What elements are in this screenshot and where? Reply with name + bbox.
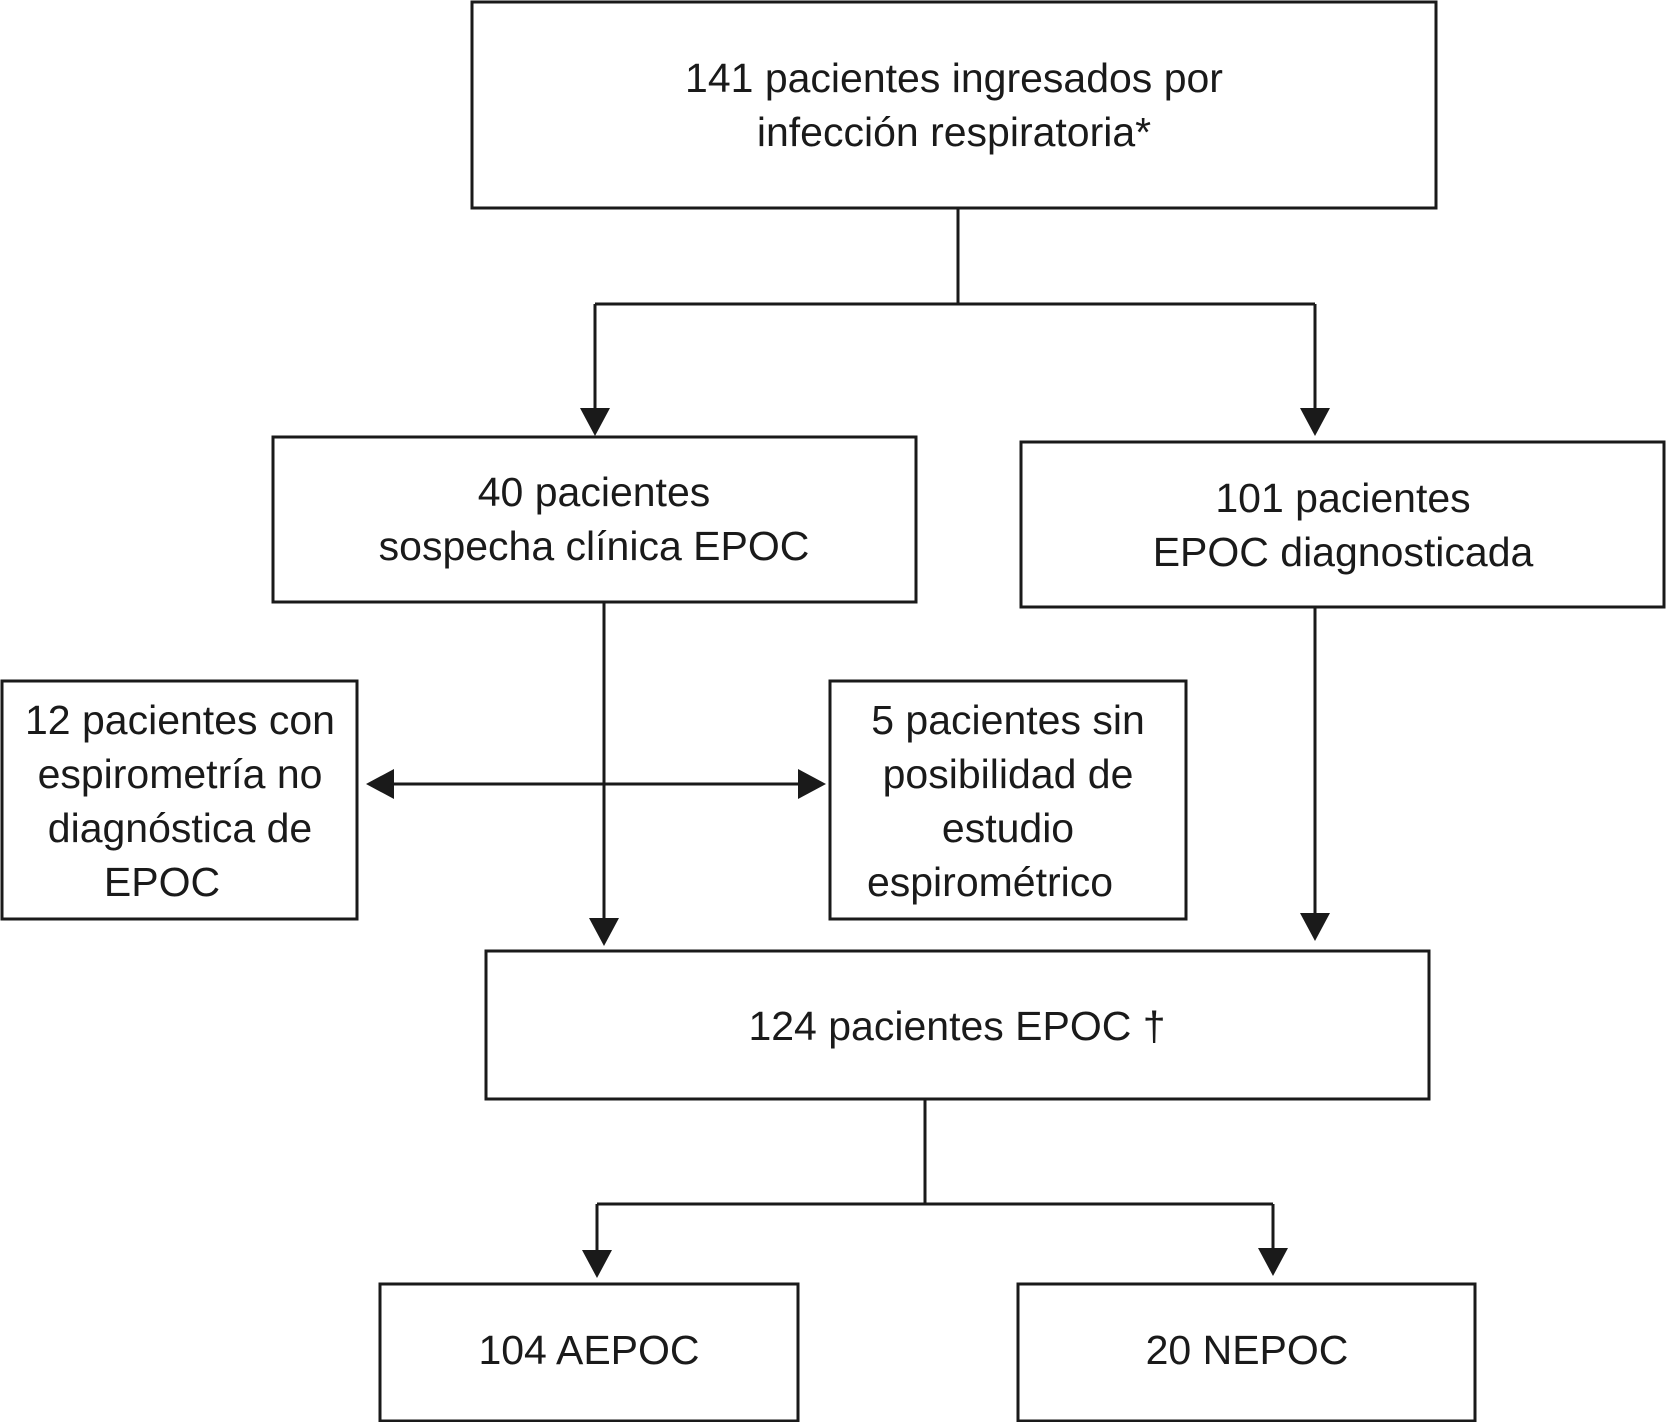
arrowhead-to-diagnosed [1300, 408, 1330, 436]
arrowhead-to-suspected [580, 408, 610, 436]
box-excluded-no-study-line-1: 5 pacientes sin [871, 697, 1145, 743]
arrowhead-to-excluded-no-study [798, 769, 826, 799]
box-nepoc: 20 NEPOC [1016, 1282, 1477, 1422]
box-copd-total: 124 pacientes EPOC † [484, 949, 1431, 1101]
box-excluded-spirometry-line-3: diagnóstica de [48, 805, 312, 851]
arrowhead-diagnosed-to-copd [1300, 913, 1330, 941]
box-nepoc-label: 20 NEPOC [1146, 1327, 1349, 1373]
box-excluded-non-diagnostic-spirometry: 12 pacientes con espirometría no diagnós… [0, 679, 359, 921]
box-excluded-spirometry-line-4: EPOC [104, 859, 220, 905]
box-diagnosed-copd: 101 pacientes EPOC diagnosticada [1019, 440, 1666, 609]
box-excluded-no-study-line-4: espirométrico [867, 859, 1113, 905]
box-excluded-spirometry-line-1: 12 pacientes con [25, 697, 335, 743]
box-copd-total-label: 124 pacientes EPOC † [748, 1003, 1165, 1049]
box-suspected-copd-line-1: 40 pacientes [478, 469, 711, 515]
box-excluded-spirometry-line-2: espirometría no [38, 751, 323, 797]
box-excluded-no-study-line-3: estudio [942, 805, 1074, 851]
box-diagnosed-copd-line-1: 101 pacientes [1215, 475, 1470, 521]
box-excluded-no-study-line-2: posibilidad de [883, 751, 1134, 797]
box-suspected-copd: 40 pacientes sospecha clínica EPOC [271, 435, 918, 604]
box-excluded-no-spirometric-study: 5 pacientes sin posibilidad de estudio e… [828, 679, 1188, 921]
box-aepoc: 104 AEPOC [378, 1282, 800, 1422]
arrowhead-to-aepoc [582, 1250, 612, 1278]
arrowhead-to-excluded-spirometry [366, 769, 394, 799]
box-suspected-copd-line-2: sospecha clínica EPOC [379, 523, 810, 569]
box-admitted-patients-line-1: 141 pacientes ingresados por [685, 55, 1223, 101]
box-aepoc-label: 104 AEPOC [478, 1327, 699, 1373]
box-admitted-patients-line-2: infección respiratoria* [757, 109, 1151, 155]
arrowhead-to-nepoc [1258, 1248, 1288, 1276]
box-admitted-patients: 141 pacientes ingresados por infección r… [470, 0, 1438, 210]
arrowhead-suspected-to-copd [589, 918, 619, 946]
box-diagnosed-copd-line-2: EPOC diagnosticada [1153, 529, 1534, 575]
